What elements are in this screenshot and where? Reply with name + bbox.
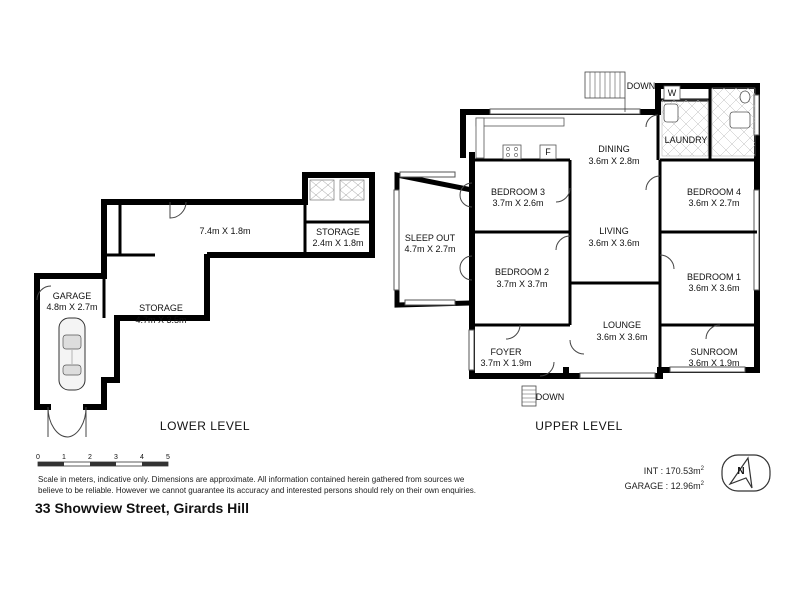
bathroom-window — [753, 94, 760, 136]
foyer-name: FOYER — [490, 347, 522, 357]
bedroom1-name: BEDROOM 1 — [687, 272, 741, 282]
sleepout-window-top — [399, 171, 456, 178]
hatch-lines-1 — [309, 179, 335, 201]
sleepout-door-lower — [459, 255, 473, 281]
dining-dims: 3.6m X 2.8m — [588, 156, 639, 166]
scale-tick-4: 4 — [140, 454, 144, 461]
laundry-name: LAUNDRY — [665, 135, 708, 145]
bedroom4-dims: 3.6m X 2.7m — [688, 198, 739, 208]
scale-tick-0: 0 — [36, 454, 40, 461]
scale-tick-1: 1 — [62, 454, 66, 461]
upper-level-plan: F W DOWN DOWN — [393, 71, 760, 433]
dining-window — [489, 108, 641, 115]
storage-small-dims: 2.4m X 1.8m — [312, 238, 363, 248]
kitchen-bench-top — [475, 117, 565, 127]
bedroom3-name: BEDROOM 3 — [491, 187, 545, 197]
corridor-door — [169, 201, 187, 219]
stairs-bottom — [521, 385, 537, 407]
bedroom-window-east — [753, 189, 760, 291]
lounge-dims: 3.6m X 3.6m — [596, 332, 647, 342]
hatch-lines-2 — [339, 179, 365, 201]
bathroom-floor — [711, 87, 756, 157]
area-summary: INT : 170.53m2 GARAGE : 12.96m2 — [625, 463, 704, 493]
garage-name: GARAGE — [53, 291, 92, 301]
laundry-floor — [661, 99, 709, 157]
tub-icon — [663, 103, 679, 123]
scale-tick-2: 2 — [88, 454, 92, 461]
basin-icon — [729, 111, 751, 129]
disclaimer: Scale in meters, indicative only. Dimens… — [38, 474, 558, 496]
cooktop-icon — [502, 144, 522, 160]
toilet-icon — [739, 90, 751, 104]
stairs-bottom-label: DOWN — [536, 392, 565, 402]
stairs-top-label: DOWN — [627, 81, 656, 91]
disclaimer-line-2: believe to be reliable. However we canno… — [38, 486, 477, 495]
bedroom3-dims: 3.7m X 2.6m — [492, 198, 543, 208]
property-address: 33 Showview Street, Girards Hill — [35, 500, 249, 516]
laundry-door — [645, 114, 659, 128]
foyer-window — [468, 329, 475, 371]
storage-main-name: STORAGE — [139, 303, 183, 313]
stairs-top — [584, 71, 626, 112]
sunroom-window — [669, 366, 746, 373]
sunroom-dims: 3.6m X 1.9m — [688, 358, 739, 368]
garage-dims: 4.8m X 2.7m — [46, 302, 97, 312]
sleepout-door-upper — [459, 182, 473, 208]
sunroom-door — [705, 324, 721, 340]
area-int-label: INT : 170.53m — [643, 466, 701, 476]
living-name: LIVING — [599, 226, 629, 236]
upper-west-wall — [469, 152, 569, 379]
compass-icon: N — [721, 454, 771, 492]
sleepout-window-bottom — [404, 299, 456, 306]
compass-letter: N — [737, 466, 744, 477]
foyer-door — [505, 324, 521, 340]
bedroom4-door — [645, 175, 661, 191]
car-icon — [58, 317, 86, 391]
foyer-dims: 3.7m X 1.9m — [480, 358, 531, 368]
area-garage-label: GARAGE : 12.96m — [624, 481, 701, 491]
lounge-door — [569, 339, 585, 355]
disclaimer-line-1: Scale in meters, indicative only. Dimens… — [38, 475, 465, 484]
storage-small-name: STORAGE — [316, 227, 360, 237]
front-door — [539, 361, 555, 377]
lower-corridor-dims: 7.4m X 1.8m — [199, 226, 250, 236]
garage-side-door — [36, 285, 52, 301]
lower-outer-wall — [34, 172, 375, 410]
bedroom2-door — [555, 235, 571, 251]
kitchen-bench-side — [475, 117, 485, 159]
garage-door-right — [67, 406, 87, 438]
lounge-name: LOUNGE — [603, 320, 641, 330]
sleepout-window-left — [393, 189, 400, 291]
lower-level-plan: GARAGE 4.8m X 2.7m STORAGE 4.7m X 3.5m 7… — [34, 172, 375, 438]
bedroom1-dims: 3.6m X 3.6m — [688, 283, 739, 293]
bedroom4-name: BEDROOM 4 — [687, 187, 741, 197]
sleepout-name: SLEEP OUT — [405, 233, 456, 243]
bedroom3-door — [555, 187, 571, 203]
scale-tick-5: 5 — [166, 454, 170, 461]
dining-name: DINING — [598, 144, 630, 154]
living-dims: 3.6m X 3.6m — [588, 238, 639, 248]
sunroom-name: SUNROOM — [691, 347, 738, 357]
washer-icon — [663, 85, 681, 101]
bedroom2-dims: 3.7m X 3.7m — [496, 279, 547, 289]
fridge-label: F — [545, 147, 551, 157]
area-garage-unit: 2 — [700, 481, 704, 487]
area-int-unit: 2 — [700, 466, 704, 472]
storage-main-dims: 4.7m X 3.5m — [135, 315, 186, 325]
washer-label: W — [668, 88, 677, 98]
bedroom1-door — [659, 254, 675, 270]
scale-tick-3: 3 — [114, 454, 118, 461]
scale-bar: 0 1 2 3 4 5 — [36, 454, 170, 467]
lower-level-label: LOWER LEVEL — [160, 419, 250, 433]
area-garage: GARAGE : 12.96m2 — [625, 478, 704, 493]
sleepout-dims: 4.7m X 2.7m — [404, 244, 455, 254]
fridge-icon — [539, 144, 557, 160]
lounge-window — [579, 372, 656, 379]
garage-door-left — [47, 406, 69, 438]
bedroom2-name: BEDROOM 2 — [495, 267, 549, 277]
upper-level-label: UPPER LEVEL — [535, 419, 623, 433]
area-int: INT : 170.53m2 — [625, 463, 704, 478]
